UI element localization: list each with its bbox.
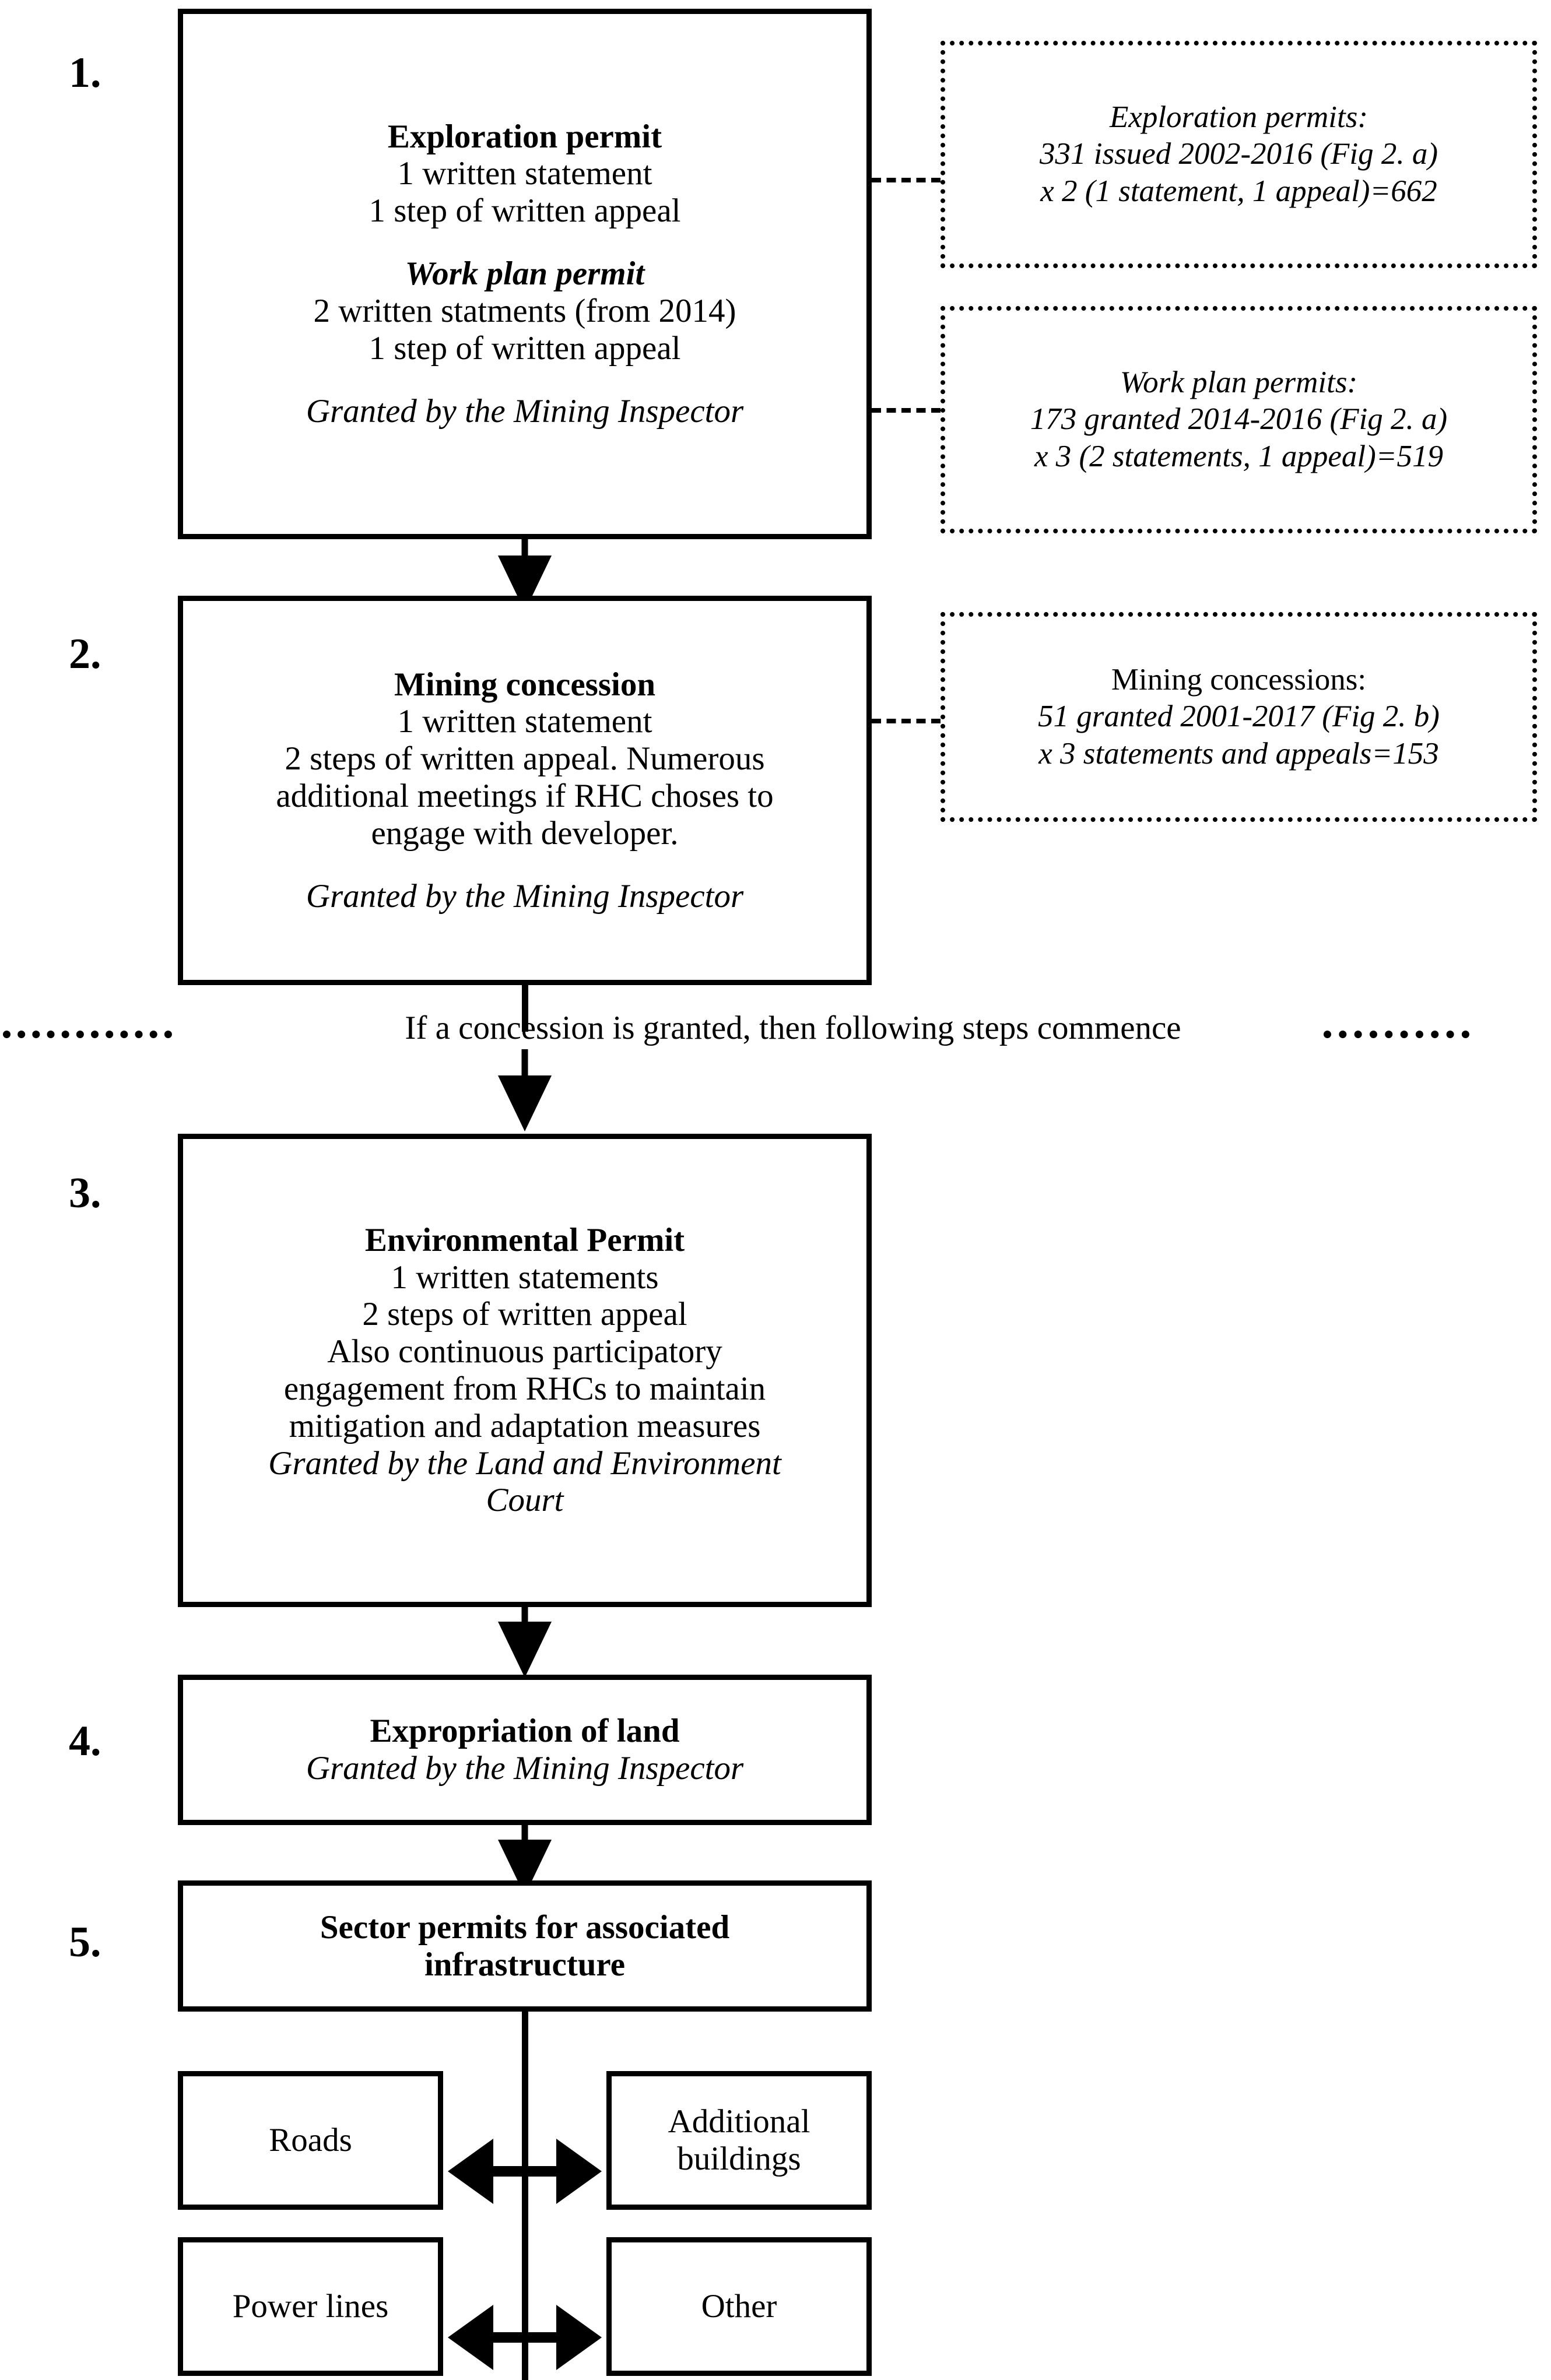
arrow-power-other: [448, 2305, 602, 2370]
box-mining-concession[interactable]: Mining concession 1 written statement 2 …: [178, 596, 872, 985]
step-number-2: 2.: [69, 630, 101, 678]
expropriation-title: Expropriation of land: [370, 1713, 680, 1750]
exploration-granted-by: Granted by the Mining Inspector: [306, 392, 744, 430]
box-additional-buildings[interactable]: Additional buildings: [606, 2071, 872, 2210]
arrow-head: [498, 1622, 552, 1678]
callout-exploration-count: 331 issued 2002-2016 (Fig 2. a): [1039, 137, 1438, 171]
divider-dash-right: [1324, 1031, 1469, 1038]
arrow-stem: [521, 1825, 528, 1850]
environmental-permit-engagement-1: Also continuous participatory: [327, 1333, 722, 1370]
box-power-lines[interactable]: Power lines: [178, 2237, 443, 2376]
connector-infrastructure-spine: [522, 2012, 528, 2380]
exploration-permit-statements: 1 written statement: [397, 155, 652, 192]
callout-exploration-heading: Exploration permits:: [1109, 100, 1368, 134]
box-roads[interactable]: Roads: [178, 2071, 443, 2210]
sector-permits-title-line2: infrastructure: [424, 1946, 626, 1983]
environmental-granted-by-2: Court: [486, 1482, 564, 1519]
environmental-permit-title: Environmental Permit: [364, 1221, 685, 1258]
exploration-permit-title: Exploration permit: [387, 118, 662, 155]
arrow-bar: [489, 2166, 561, 2177]
callout-exploration-total: x 2 (1 statement, 1 appeal)=662: [1040, 174, 1437, 208]
callout-concession-total: x 3 statements and appeals=153: [1038, 736, 1439, 771]
arrow-head: [498, 1075, 552, 1131]
connector-step2-down: [522, 985, 528, 1032]
mining-concession-appeal-1: 2 steps of written appeal. Numerous: [285, 740, 765, 778]
divider-label: If a concession is granted, then followi…: [405, 1010, 1181, 1046]
additional-buildings-label-line2: buildings: [677, 2140, 801, 2177]
callout-exploration-permits: Exploration permits: 331 issued 2002-201…: [941, 41, 1537, 268]
environmental-granted-by-1: Granted by the Land and Environment: [268, 1444, 781, 1482]
mining-concession-statement: 1 written statement: [397, 703, 652, 740]
step-number-1: 1.: [69, 49, 101, 97]
environmental-permit-statements: 1 written statements: [391, 1258, 659, 1296]
environmental-permit-appeal: 2 steps of written appeal: [362, 1296, 687, 1333]
box-sector-permits[interactable]: Sector permits for associated infrastruc…: [178, 1880, 872, 2012]
arrow-stem: [521, 1049, 528, 1080]
arrow-head-right: [556, 2305, 602, 2370]
box-environmental-permit[interactable]: Environmental Permit 1 written statement…: [178, 1134, 872, 1607]
mining-concession-granted-by: Granted by the Mining Inspector: [306, 877, 744, 915]
roads-label: Roads: [269, 2122, 352, 2159]
work-plan-permit-appeal: 1 step of written appeal: [369, 329, 681, 367]
work-plan-permit-title: Work plan permit: [405, 255, 645, 293]
sector-permits-title-line1: Sector permits for associated: [320, 1908, 730, 1946]
callout-workplan-heading: Work plan permits:: [1120, 365, 1358, 399]
callout-concession-heading: Mining concessions:: [1111, 662, 1367, 697]
work-plan-permit-statements: 2 written statments (from 2014): [313, 292, 736, 329]
environmental-permit-engagement-3: mitigation and adaptation measures: [289, 1407, 761, 1444]
arrow-roads-buildings: [448, 2139, 602, 2204]
leader-exploration-permits: [872, 178, 941, 182]
other-label: Other: [701, 2288, 777, 2325]
step-number-3: 3.: [69, 1169, 101, 1217]
callout-workplan-total: x 3 (2 statements, 1 appeal)=519: [1034, 439, 1444, 473]
mining-concession-appeal-2: additional meetings if RHC choses to: [276, 778, 774, 814]
mining-concession-appeal-3: engage with developer.: [371, 814, 679, 852]
exploration-permit-appeal: 1 step of written appeal: [369, 192, 681, 230]
arrow-head-left: [448, 2305, 493, 2370]
arrow-head-right: [556, 2139, 602, 2204]
leader-mining-concessions: [872, 719, 941, 723]
additional-buildings-label-line1: Additional: [668, 2103, 810, 2140]
power-lines-label: Power lines: [232, 2288, 389, 2325]
callout-concession-count: 51 granted 2001-2017 (Fig 2. b): [1038, 699, 1440, 734]
callout-work-plan-permits: Work plan permits: 173 granted 2014-2016…: [941, 306, 1537, 533]
box-exploration-permit[interactable]: Exploration permit 1 written statement 1…: [178, 9, 872, 539]
environmental-permit-engagement-2: engagement from RHCs to maintain: [283, 1370, 766, 1407]
divider-dash-left: [3, 1031, 172, 1038]
expropriation-granted-by: Granted by the Mining Inspector: [306, 1750, 744, 1787]
box-other[interactable]: Other: [606, 2237, 872, 2376]
box-expropriation-of-land[interactable]: Expropriation of land Granted by the Min…: [178, 1675, 872, 1825]
arrow-head-left: [448, 2139, 493, 2204]
step-number-5: 5.: [69, 1918, 101, 1966]
mining-concession-title: Mining concession: [394, 666, 656, 703]
callout-mining-concessions: Mining concessions: 51 granted 2001-2017…: [941, 612, 1537, 822]
callout-workplan-count: 173 granted 2014-2016 (Fig 2. a): [1030, 402, 1448, 437]
arrow-stem: [521, 1607, 528, 1632]
leader-work-plan-permits: [872, 408, 941, 413]
arrow-bar: [489, 2332, 561, 2343]
step-number-4: 4.: [69, 1717, 101, 1765]
arrow-stem: [521, 539, 528, 564]
